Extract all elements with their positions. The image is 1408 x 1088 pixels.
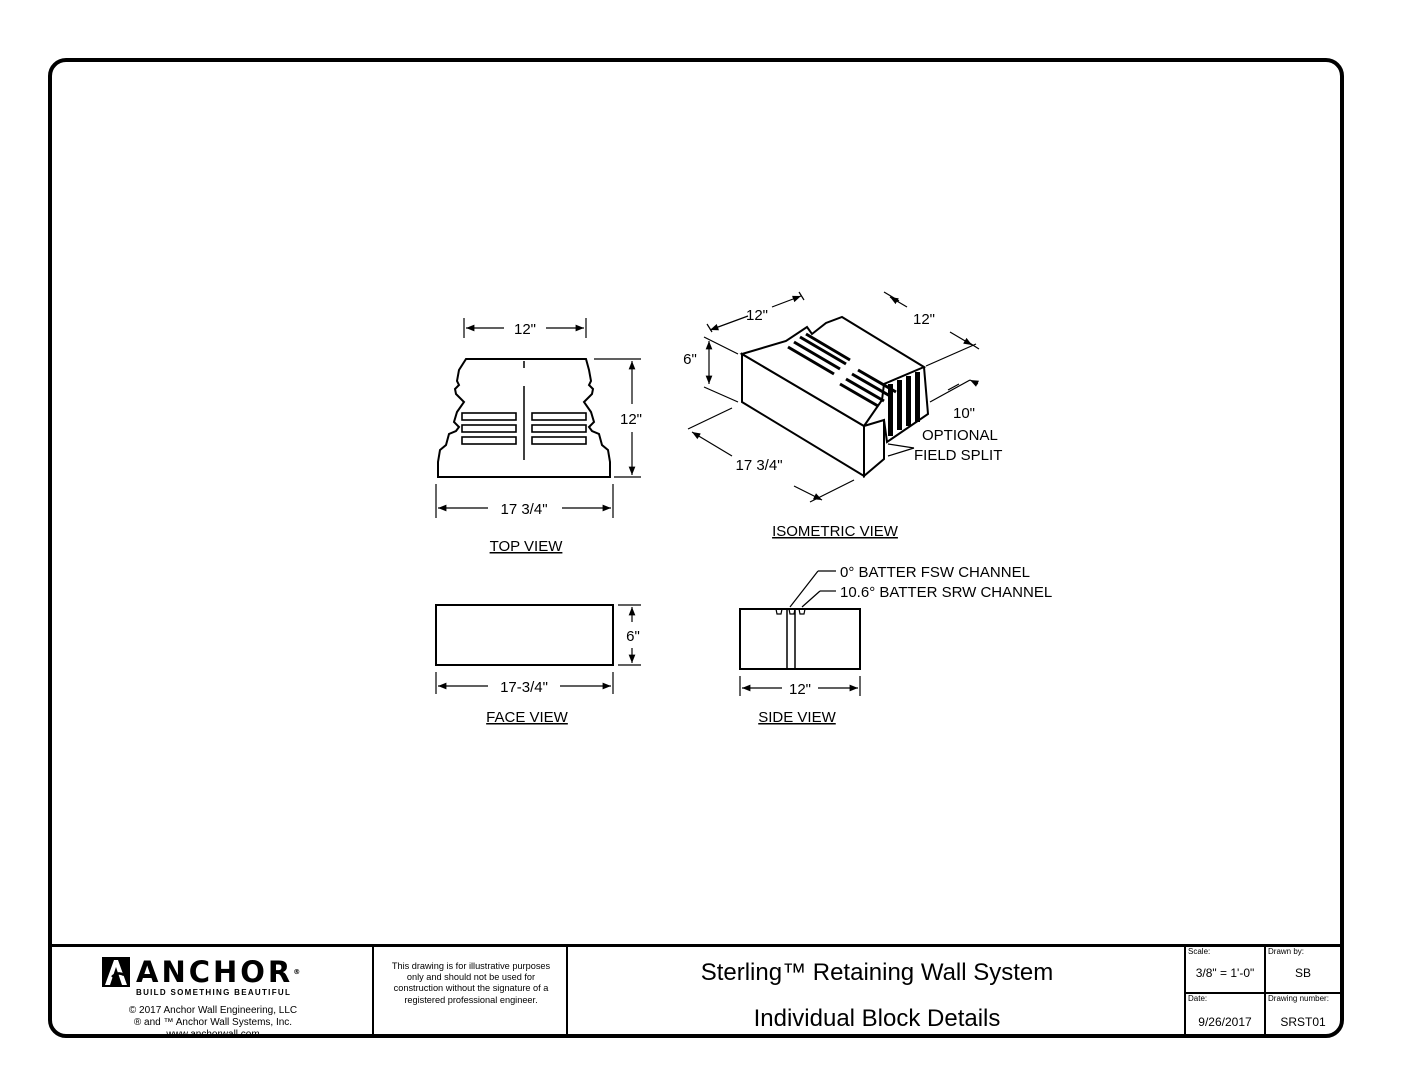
isometric-view: 12" 12" 6" 10" 17 3/4" (683, 291, 1002, 540)
drawing-subtitle: Individual Block Details (753, 1005, 1001, 1032)
copyright-line-2: ® and ™ Anchor Wall Systems, Inc. (133, 1017, 293, 1028)
date-value: 9/26/2017 (1198, 1015, 1252, 1029)
anchor-logo-wordmark: ANCHOR® (136, 955, 304, 989)
side-view-title: SIDE VIEW (758, 709, 836, 726)
disclaimer-text: This drawing is for illustrative purpose… (391, 961, 551, 1005)
top-view: 12" 12" 17 3/4" TOP VIEW (435, 318, 642, 555)
drawing-number-value: SRST01 (1280, 1015, 1326, 1029)
title-block-disclaimer-cell: This drawing is for illustrative purpose… (374, 947, 568, 1034)
top-view-dim-length: 17 3/4" (500, 501, 547, 518)
title-block-logo-cell: ANCHOR® BUILD SOMETHING BEAUTIFUL © 2017… (52, 947, 374, 1038)
scale-label: Scale: (1188, 947, 1211, 956)
title-block: ANCHOR® BUILD SOMETHING BEAUTIFUL © 2017… (52, 944, 1340, 1038)
drawn-by-value: SB (1294, 966, 1311, 980)
date-box: Date: 9/26/2017 (1186, 994, 1266, 1034)
isometric-dim-depth: 12" (913, 311, 935, 328)
isometric-view-title: ISOMETRIC VIEW (772, 523, 899, 540)
top-view-dim-depth: 12" (620, 411, 642, 428)
title-block-title-cell: Sterling™ Retaining Wall System Individu… (568, 947, 1186, 1034)
top-view-dim-width: 12" (514, 321, 536, 338)
side-view-dim-width: 12" (789, 681, 811, 698)
isometric-dim-height: 6" (683, 351, 697, 368)
drawing-title: Sterling™ Retaining Wall System (700, 959, 1054, 986)
anchor-logo-icon (102, 957, 130, 987)
isometric-dim-length: 17 3/4" (735, 457, 782, 474)
drawn-by-box: Drawn by: SB (1266, 947, 1340, 994)
top-view-block-outline (437, 358, 611, 478)
face-view-dim-width: 17-3/4" (500, 679, 548, 696)
scale-value: 3/8" = 1'-0" (1195, 966, 1255, 980)
drawing-number-label: Drawing number: (1268, 994, 1329, 1003)
side-view-callout-fsw: 0° BATTER FSW CHANNEL (840, 564, 1030, 581)
face-view: 6" 17-3/4" FACE VIEW (435, 604, 641, 726)
side-view-callout-srw: 10.6° BATTER SRW CHANNEL (840, 584, 1052, 601)
anchor-logo: ANCHOR® (102, 957, 303, 991)
face-view-dim-height: 6" (626, 628, 640, 645)
isometric-callout-optional: OPTIONAL (922, 427, 998, 444)
anchor-logo-tagline: BUILD SOMETHING BEAUTIFUL (136, 988, 292, 997)
copyright-line-1: © 2017 Anchor Wall Engineering, LLC (128, 1005, 298, 1016)
date-label: Date: (1188, 994, 1208, 1003)
face-view-title: FACE VIEW (486, 709, 569, 726)
website-url: www.anchorwall.com (166, 1029, 260, 1038)
top-view-title: TOP VIEW (490, 538, 564, 555)
side-view: 0° BATTER FSW CHANNEL 10.6° BATTER SRW C… (739, 564, 1052, 726)
scale-box: Scale: 3/8" = 1'-0" (1186, 947, 1266, 994)
title-block-info-cell: Scale: 3/8" = 1'-0" Drawn by: SB Date: 9… (1186, 947, 1340, 1034)
face-view-block (435, 604, 614, 666)
isometric-callout-field-split: FIELD SPLIT (914, 447, 1002, 464)
isometric-dim-side: 10" (953, 405, 975, 422)
isometric-dim-width: 12" (746, 307, 768, 324)
drawing-sheet: 12" 12" 17 3/4" TOP VIEW (48, 58, 1344, 1038)
side-view-block (739, 608, 861, 670)
drawing-number-box: Drawing number: SRST01 (1266, 994, 1340, 1034)
drawing-area: 12" 12" 17 3/4" TOP VIEW (435, 291, 1052, 726)
drawn-by-label: Drawn by: (1268, 947, 1305, 956)
